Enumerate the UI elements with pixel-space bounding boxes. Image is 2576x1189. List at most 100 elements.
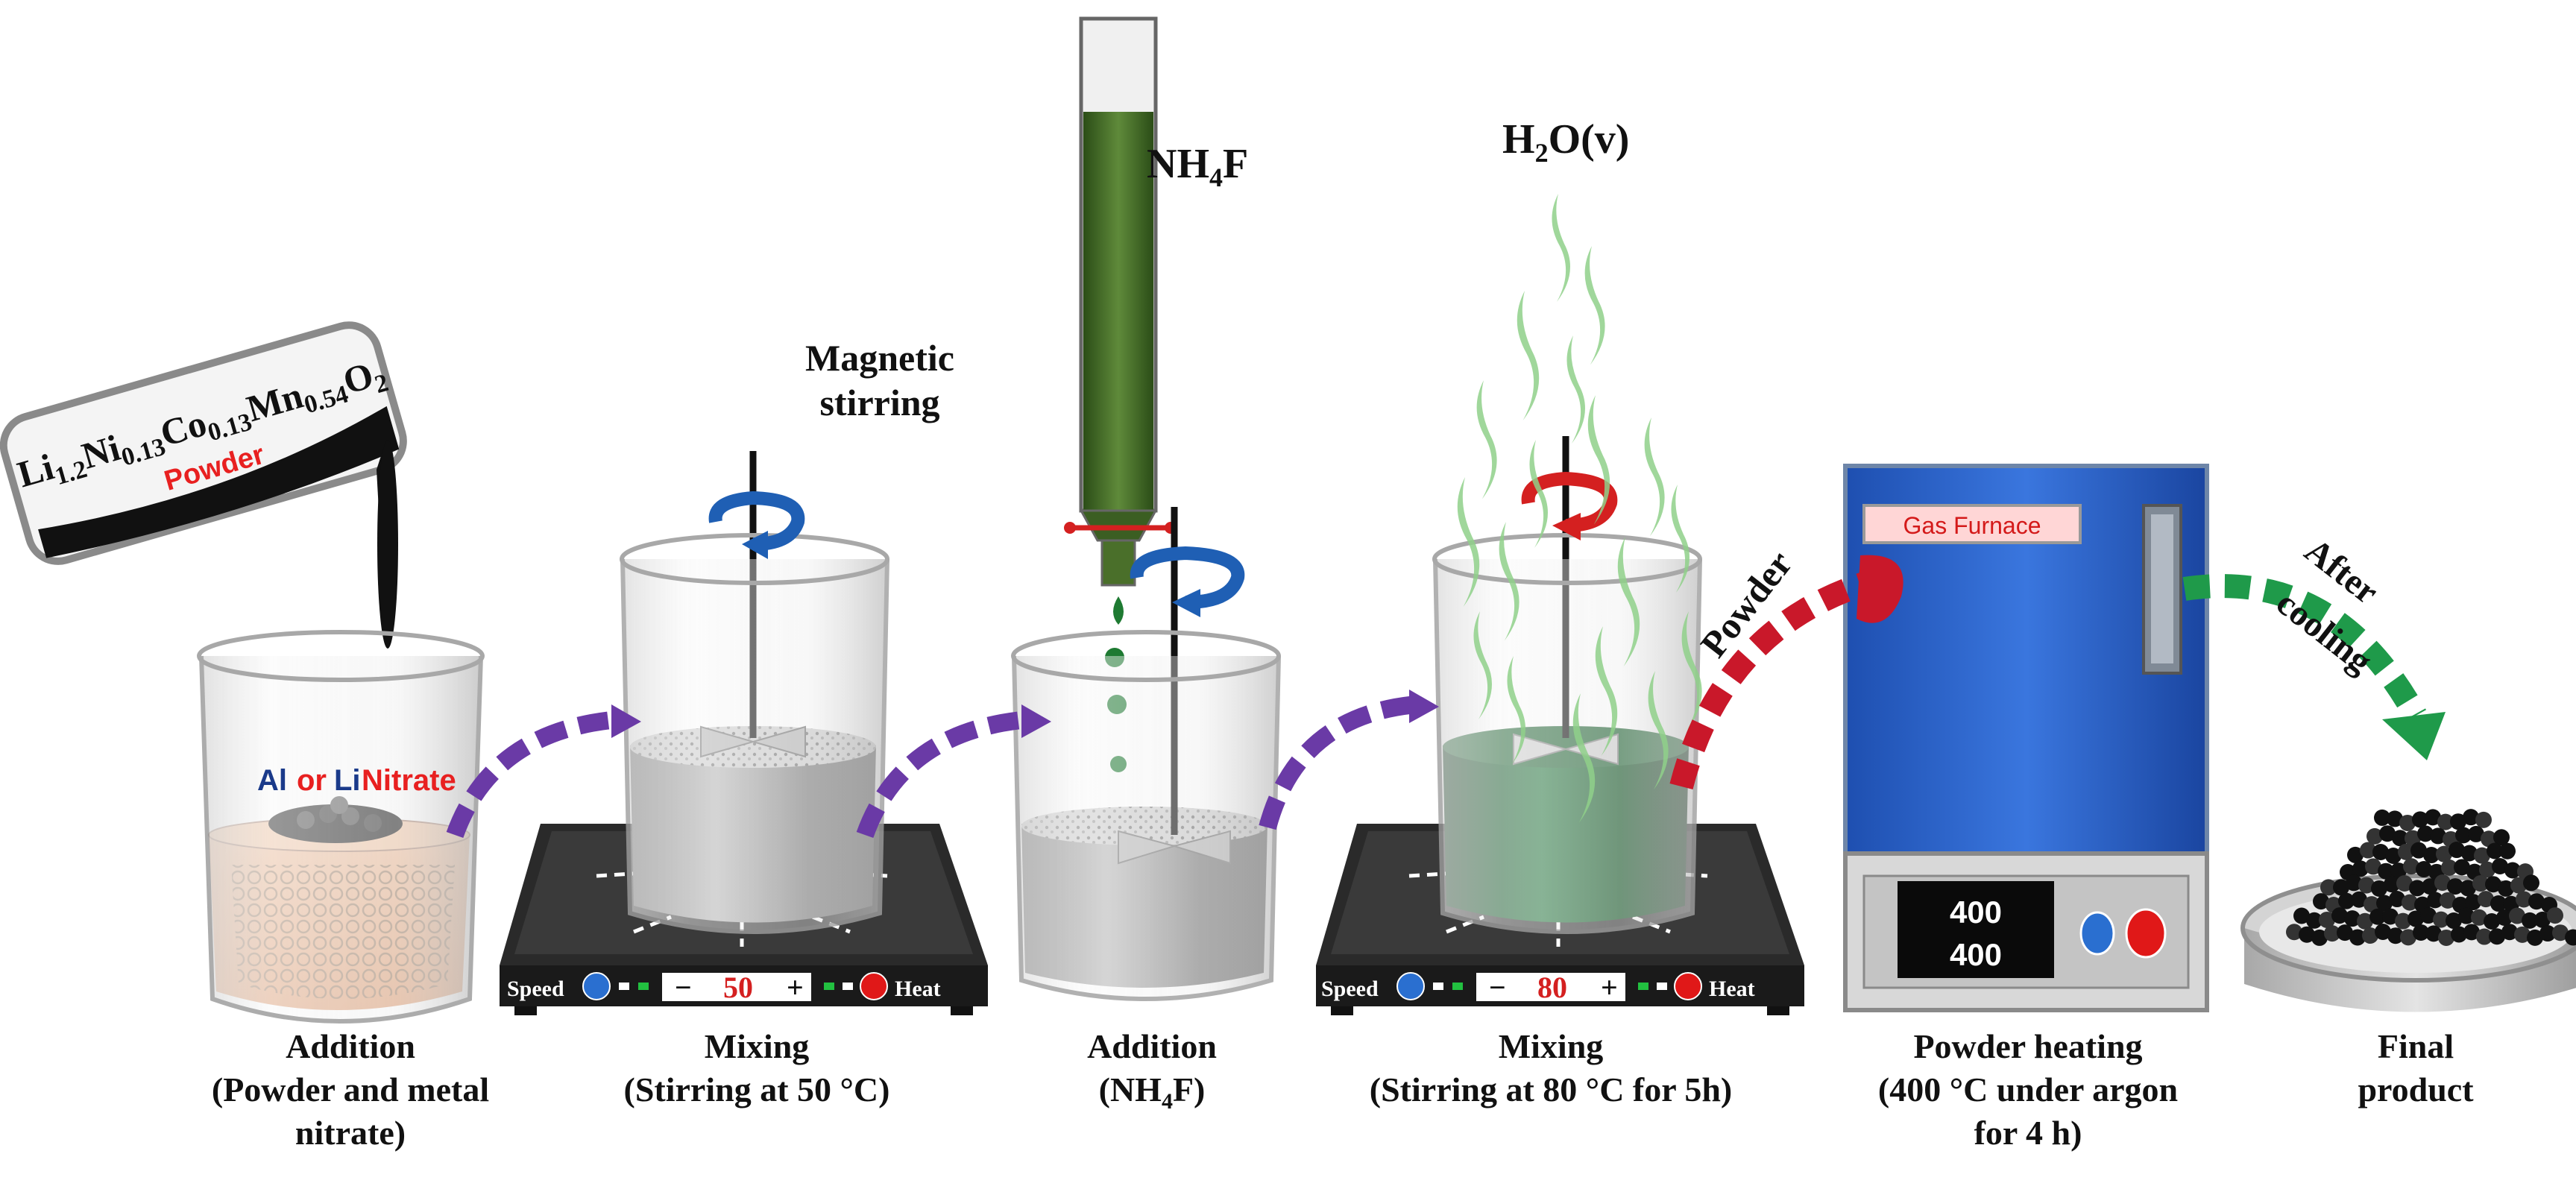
product-particle xyxy=(2344,910,2361,927)
vapor-wisp xyxy=(1476,380,1497,499)
product-particle xyxy=(2358,877,2375,894)
product-particle xyxy=(2438,929,2454,946)
product-particle xyxy=(2478,891,2494,908)
product-particle xyxy=(2357,912,2373,930)
product-particle xyxy=(2390,862,2407,880)
product-particle xyxy=(2349,929,2366,946)
product-particle xyxy=(2514,926,2531,943)
hotplate1-minus[interactable]: − xyxy=(675,971,692,1004)
arrow-1 xyxy=(446,710,620,839)
product-particle xyxy=(2474,847,2490,864)
hotplate2-heat-knob[interactable] xyxy=(1674,972,1702,1000)
product-particle xyxy=(2436,845,2452,862)
product-particle xyxy=(2416,861,2432,878)
product-particle xyxy=(2433,911,2449,928)
product-particle xyxy=(2454,859,2470,876)
furnace-red-button[interactable] xyxy=(2125,908,2167,959)
product-particle xyxy=(2463,924,2480,941)
step-label-6: Final product xyxy=(2319,1025,2513,1111)
product-particle xyxy=(2379,825,2396,842)
product-particle xyxy=(2417,825,2434,842)
hotplate1-speed-knob[interactable] xyxy=(582,972,611,1000)
vapor-wisp xyxy=(1671,485,1689,593)
magnetic-label-line1: Magnetic xyxy=(805,337,954,379)
product-particle xyxy=(2539,925,2556,942)
product-particle xyxy=(2319,911,2335,928)
vapor-wisp xyxy=(1595,626,1618,756)
step1-line1: Addition xyxy=(286,1027,415,1065)
step4-line1: Mixing xyxy=(1498,1027,1604,1065)
product-particle xyxy=(2458,907,2475,924)
product-particle xyxy=(2320,879,2337,896)
product-particle xyxy=(2450,813,2466,830)
hotplate2-speed-knob[interactable] xyxy=(1396,972,1425,1000)
hotplate2-speed-label: Speed xyxy=(1321,977,1379,1001)
product-particle xyxy=(2461,845,2478,862)
product-particle xyxy=(2487,842,2503,860)
product-particle xyxy=(2324,925,2340,942)
product-particle xyxy=(2410,842,2427,859)
hotplate2-plus[interactable]: + xyxy=(1601,971,1618,1004)
step5-line1: Powder heating xyxy=(1913,1027,2143,1065)
product-particle xyxy=(2371,880,2387,897)
product-particle xyxy=(2446,912,2462,930)
product-particle xyxy=(2338,892,2355,909)
arrow-powder xyxy=(1669,570,1875,789)
product-particle xyxy=(2331,907,2348,924)
product-particle xyxy=(2306,912,2323,929)
product-particle xyxy=(2434,874,2451,891)
hotplate1-plus[interactable]: + xyxy=(787,971,804,1004)
powder-test-tube: Li1.2Ni0.13Co0.13Mn0.54O2 Powder xyxy=(0,321,407,565)
product-particle xyxy=(2422,878,2438,895)
product-particle xyxy=(2399,814,2416,831)
product-particle xyxy=(2440,892,2456,909)
furnace-display xyxy=(1898,881,2054,978)
vapor-wisp xyxy=(1517,291,1540,420)
product-particle xyxy=(2420,907,2437,924)
product-particle xyxy=(2365,858,2381,875)
step2-line2: (Stirring at 50 °C) xyxy=(623,1070,890,1108)
product-particle xyxy=(2351,891,2367,908)
product-particle xyxy=(2523,874,2539,892)
arrow-3-head xyxy=(1409,690,1439,723)
product-particle xyxy=(2384,876,2400,893)
vapor-wisp xyxy=(1644,417,1665,537)
vapor-wisp xyxy=(1507,656,1525,764)
step5-line3: for 4 h) xyxy=(1974,1114,2082,1152)
product-particle xyxy=(2425,809,2441,826)
arrow-cooling-head xyxy=(2382,712,2446,760)
product-particle xyxy=(2504,862,2521,879)
vapor-wisp xyxy=(1566,335,1585,444)
product-particle xyxy=(2490,895,2507,912)
hotplate1-speed-label: Speed xyxy=(507,977,564,1001)
product-particle xyxy=(2449,842,2465,859)
step-label-1: Addition (Powder and metal nitrate) xyxy=(190,1025,511,1155)
product-particle xyxy=(2425,925,2442,942)
product-particle xyxy=(2472,875,2489,892)
product-particle xyxy=(2509,907,2525,924)
product-particle xyxy=(2372,843,2389,860)
step-label-4: Mixing (Stirring at 80 °C for 5h) xyxy=(1305,1025,1797,1111)
hotplate1-heat-knob[interactable] xyxy=(860,972,888,1000)
product-particle xyxy=(2476,928,2492,945)
product-particle xyxy=(2471,909,2487,926)
product-particle xyxy=(2423,847,2440,864)
product-particle xyxy=(2352,860,2369,877)
product-particle xyxy=(2492,858,2508,875)
beaker1-al: Al xyxy=(257,764,287,797)
product-particle xyxy=(2366,827,2383,845)
furnace-blue-button[interactable] xyxy=(2079,911,2115,956)
product-particle xyxy=(2485,876,2501,893)
product-particle xyxy=(2451,926,2467,943)
vapor-wisp xyxy=(1572,693,1596,823)
product-particle xyxy=(2455,827,2472,844)
product-particle xyxy=(2510,877,2527,894)
product-particle xyxy=(2400,929,2416,946)
step-label-5: Powder heating (400 °C under argon for 4… xyxy=(1819,1025,2237,1155)
vapor-wisp xyxy=(1648,671,1669,790)
hotplate2-minus[interactable]: − xyxy=(1489,971,1506,1004)
product-particle xyxy=(2313,893,2329,910)
vapor-wisps xyxy=(1457,194,1702,823)
product-particle xyxy=(2360,842,2376,859)
